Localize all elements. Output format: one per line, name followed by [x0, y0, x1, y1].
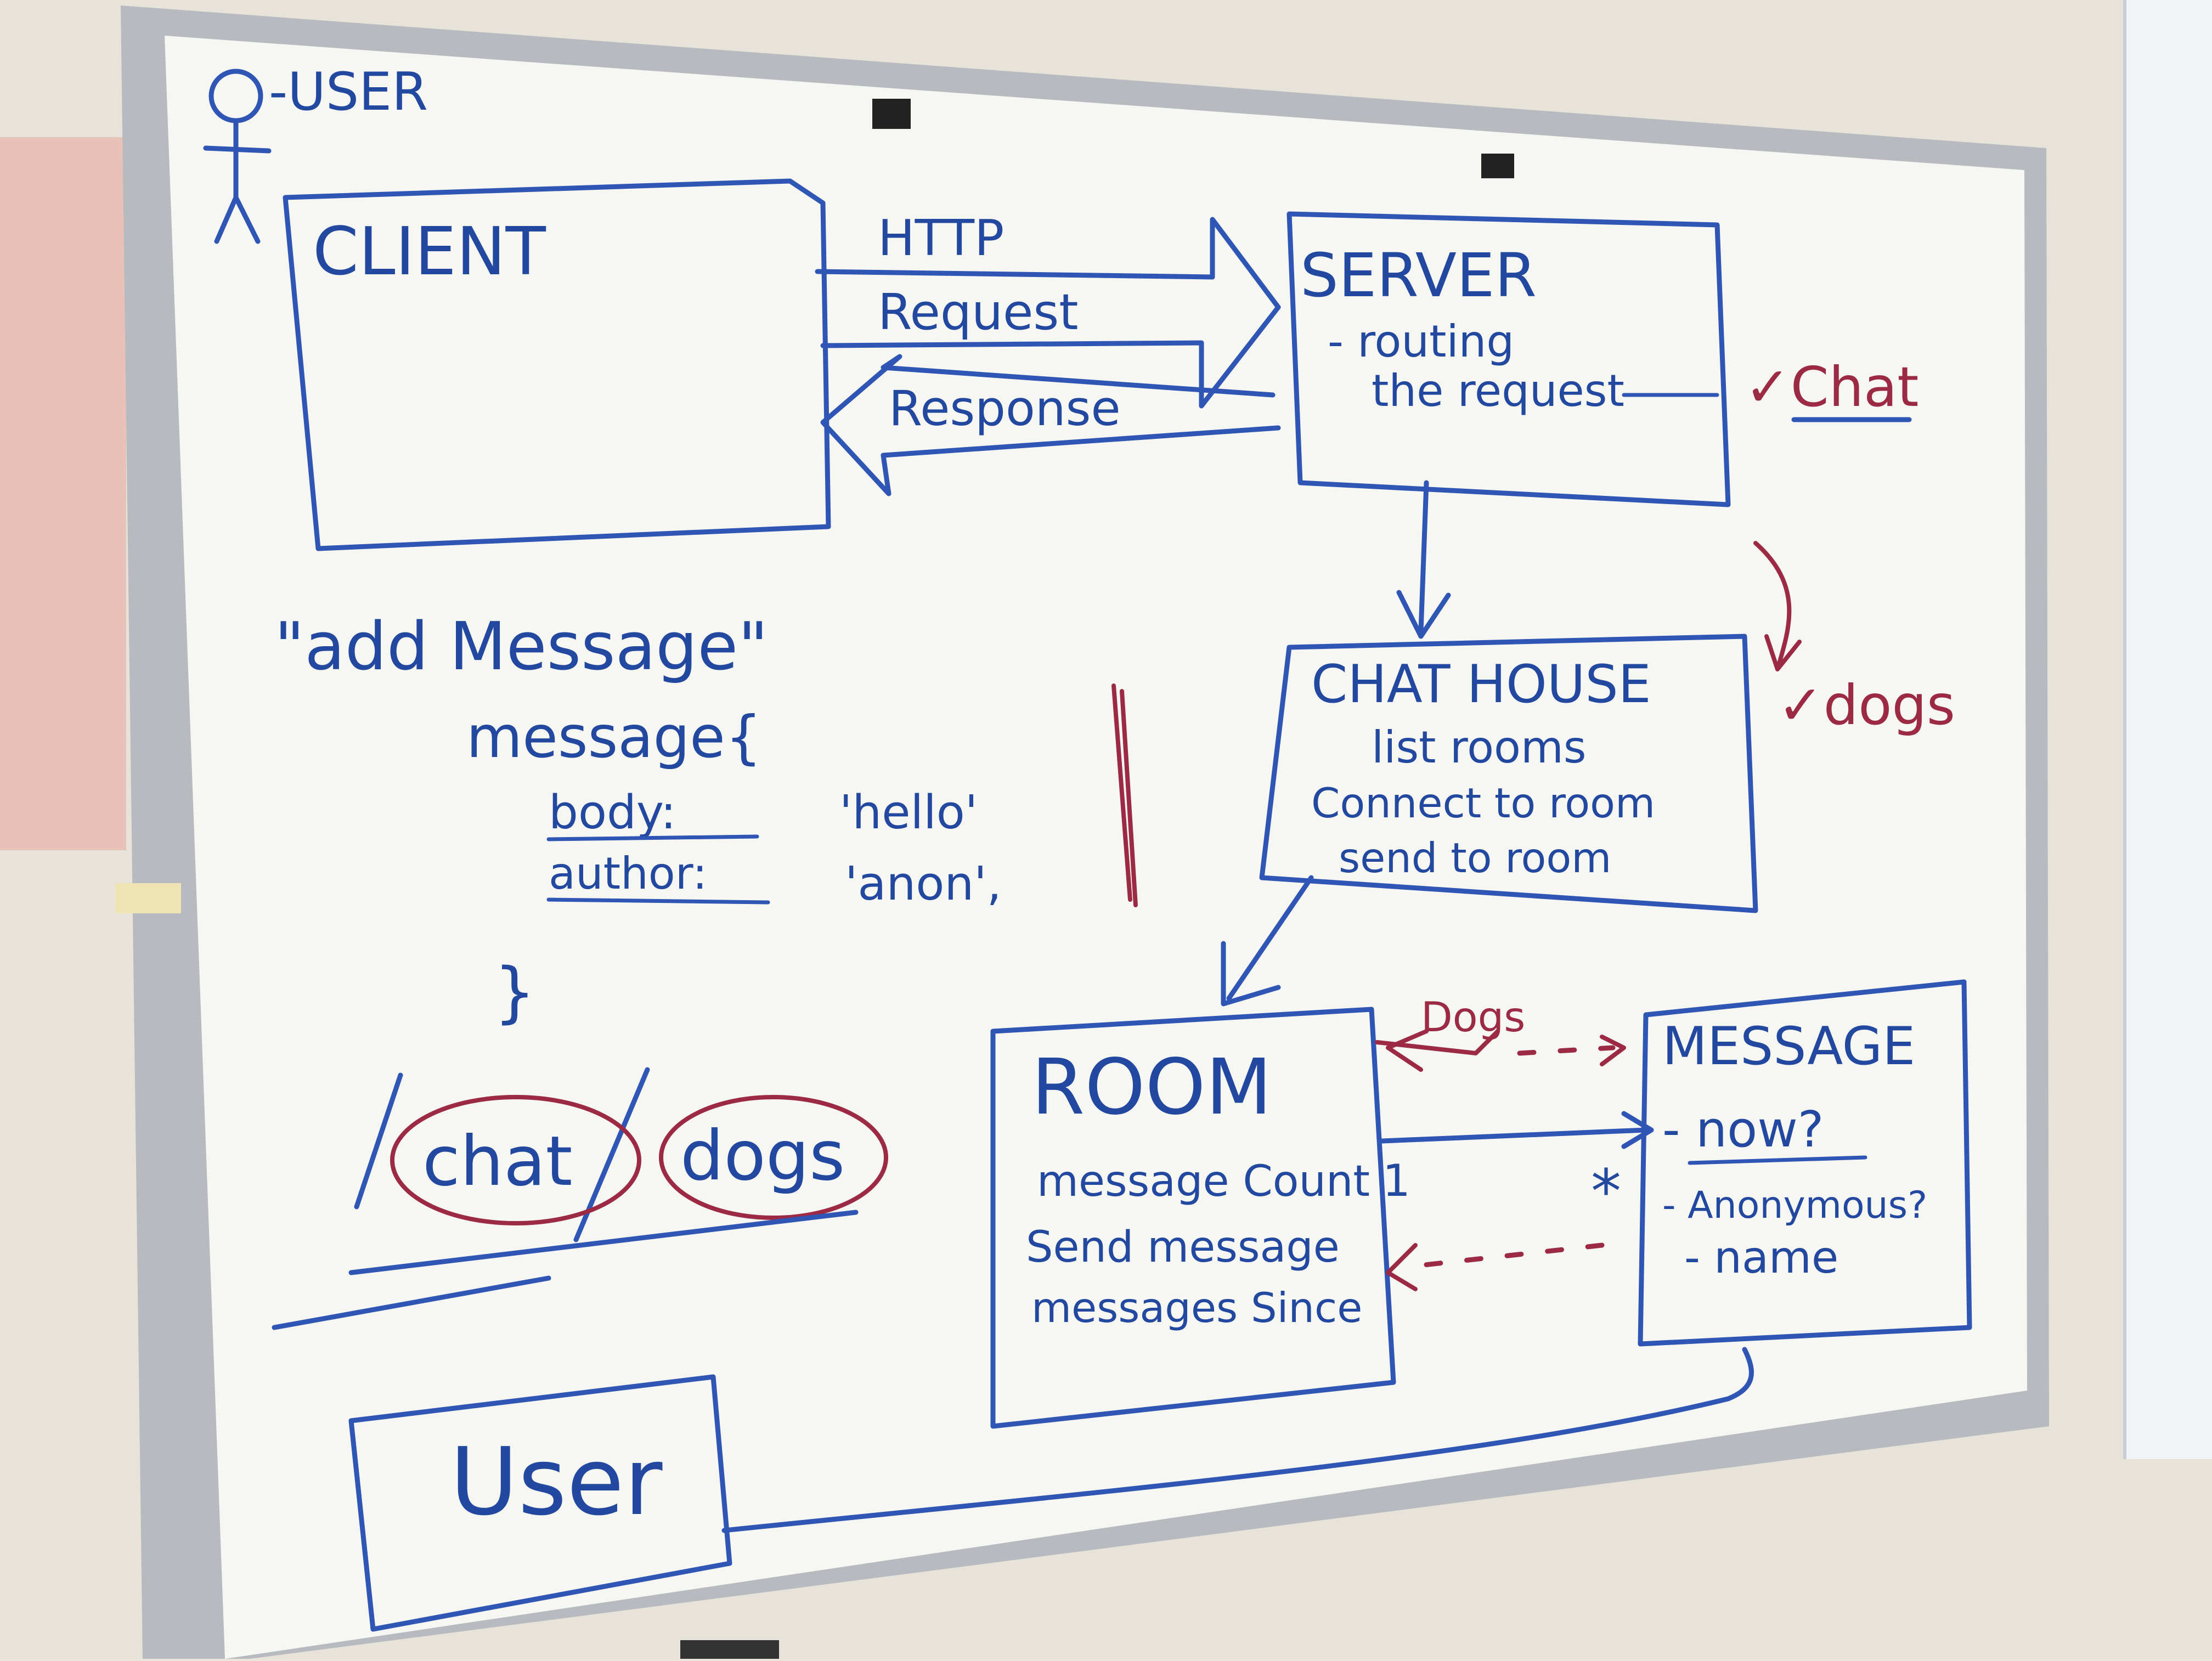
room-message-dotted-top: [1517, 1045, 1616, 1056]
request-label: Request: [878, 284, 1079, 341]
chathouse-to-room-arrow: [1221, 875, 1314, 1007]
red-scribble: [1111, 683, 1138, 907]
room-item: message Count: [1037, 1157, 1370, 1206]
tape: [115, 883, 181, 913]
multiplicity-one: 1: [1383, 1155, 1410, 1206]
chat-house-title: CHAT HOUSE: [1311, 654, 1651, 715]
server-title: SERVER: [1300, 240, 1537, 310]
chat-house-item: Connect to room: [1311, 779, 1655, 827]
response-arrow: Response: [820, 354, 1281, 496]
chat-house-item: list rooms: [1372, 722, 1587, 773]
chat-house-box: CHAT HOUSE list rooms Connect to room se…: [1259, 634, 1758, 913]
actor-head-icon: [208, 69, 263, 123]
client-box: CLIENT: [283, 178, 831, 551]
chat-house-item: send to room: [1339, 834, 1611, 882]
message-item: - name: [1684, 1232, 1838, 1283]
blurred-finger: [0, 137, 126, 850]
message-title: MESSAGE: [1662, 1016, 1915, 1077]
chat-check-annotation: ✓Chat: [1745, 355, 1918, 419]
server-line-routing: - routing: [1328, 316, 1514, 367]
marker-tray-item: [680, 1640, 779, 1659]
user-box-title: User: [450, 1428, 663, 1536]
client-title: CLIENT: [313, 214, 546, 290]
message-item: - now?: [1662, 1101, 1824, 1159]
message-item: - Anonymous?: [1662, 1184, 1927, 1227]
chat-dogs-path: chat dogs: [272, 1067, 888, 1330]
magnet: [1481, 154, 1514, 178]
request-arrow: HTTP Request: [815, 210, 1281, 409]
server-line-request: the request: [1372, 365, 1624, 416]
message-box: MESSAGE - now? - Anonymous? - name: [1638, 979, 1972, 1347]
message-room-dotted-bottom: [1402, 1242, 1605, 1270]
multiplicity-many: *: [1591, 1156, 1621, 1227]
whiteboard-surface: [165, 36, 2027, 1659]
projection-screen: [2123, 0, 2212, 1459]
add-message-block: "add Message" message{ body: 'hello' aut…: [274, 609, 1002, 1031]
server-to-chathouse-arrow: [1396, 480, 1451, 639]
magnet: [872, 99, 911, 129]
response-label: Response: [889, 380, 1121, 437]
red-arrow-icon: [1753, 541, 1802, 671]
room-box: ROOM message Count Send message messages…: [990, 1007, 1396, 1429]
dogs-circle: [659, 1095, 888, 1220]
chat-circle: [390, 1095, 641, 1225]
user-to-message-line: [721, 1347, 1754, 1533]
user-actor-label: -USER: [269, 62, 428, 122]
field-key-body: body:: [549, 786, 676, 840]
http-label: HTTP: [878, 210, 1004, 267]
field-value-body: 'hello': [839, 786, 978, 840]
user-box: User: [348, 1347, 1754, 1632]
path-segment-dogs: dogs: [680, 1116, 845, 1196]
message-object-name: message{: [466, 704, 762, 771]
server-box: SERVER - routing the request: [1286, 211, 1731, 507]
room-to-message-arrow: [1380, 1111, 1654, 1149]
dogs-arrow-label: Dogs: [1421, 993, 1525, 1041]
field-value-author: 'anon',: [845, 857, 1002, 911]
field-key-author: author:: [549, 848, 707, 899]
add-message-title: "add Message": [274, 609, 768, 685]
room-title: ROOM: [1031, 1043, 1272, 1132]
path-segment-chat: chat: [422, 1122, 573, 1201]
dogs-check-annotation: ✓dogs: [1778, 673, 1955, 737]
room-item: Send message: [1026, 1223, 1340, 1272]
user-actor: -USER: [203, 62, 428, 244]
room-item: messages Since: [1031, 1284, 1362, 1332]
message-object-closing: }: [494, 954, 535, 1031]
